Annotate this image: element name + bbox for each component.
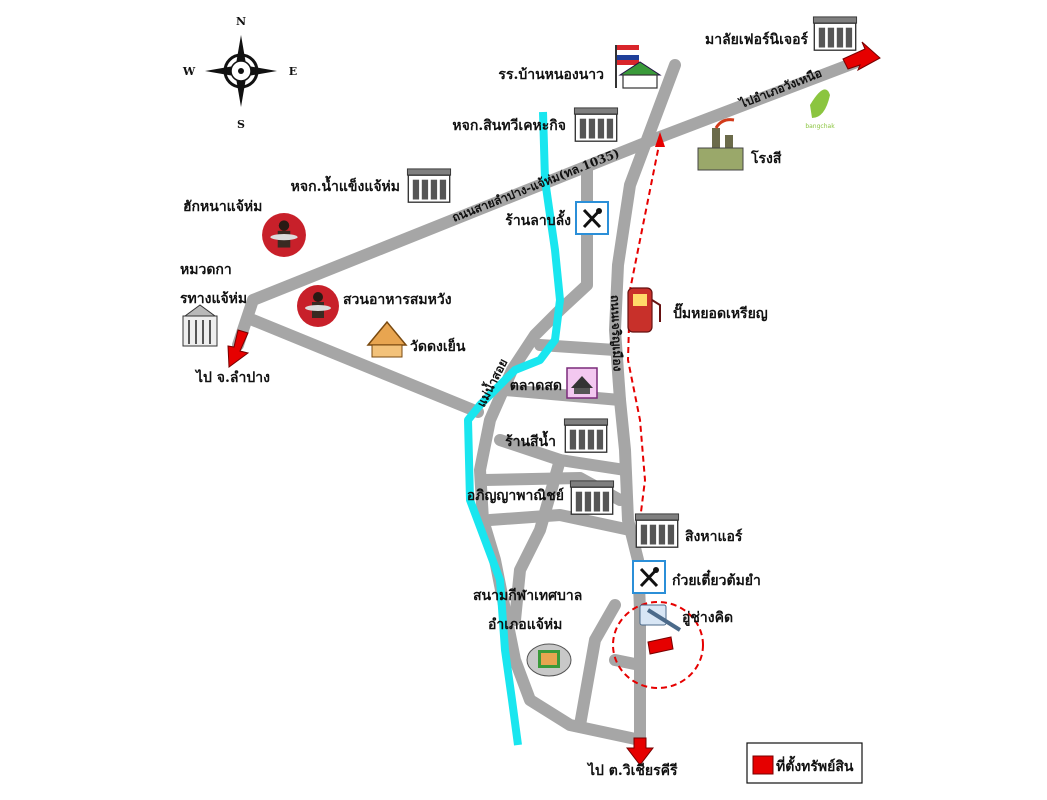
compass-n: N xyxy=(236,15,246,28)
route-dashed-line xyxy=(626,139,661,521)
route-arrow-head xyxy=(655,132,665,147)
stadium-icon xyxy=(526,643,572,677)
compass-s: S xyxy=(237,118,245,131)
garage-tools-icon xyxy=(639,604,682,632)
label-laab: ร้านลาบลั้ง xyxy=(505,209,571,229)
label-gas-station: ปั๊มหยอดเหรียญ xyxy=(673,302,768,322)
arrow-to-chai-khiri xyxy=(625,737,655,766)
compass-e: E xyxy=(289,65,297,78)
label-furniture: มาลัยเฟอร์นิเจอร์ xyxy=(705,31,808,48)
label-stadium-1: สนามกีฬาเทศบาล xyxy=(473,588,582,604)
label-school: รร.บ้านหนองนาว xyxy=(498,67,604,83)
south-cross-road xyxy=(574,599,646,731)
bangchak-logo-icon: bangchak xyxy=(805,89,835,130)
factory-icon xyxy=(697,118,744,171)
label-garage: อู่ช่างคิด xyxy=(682,610,733,626)
road-to-lampang-branch xyxy=(242,312,484,418)
label-garden-restaurant: สวนอาหารสมหวัง xyxy=(343,292,452,308)
inner-cross-road xyxy=(509,454,566,626)
building-icon-singha-air xyxy=(634,513,680,548)
school-icon xyxy=(615,45,662,89)
label-temple: วัดดงเย็น xyxy=(410,337,466,355)
main-east-road xyxy=(609,59,681,751)
compass-w: W xyxy=(182,65,196,78)
building-icon-ice-shop xyxy=(406,168,452,203)
building-icon-sinthawi xyxy=(573,107,619,142)
building-icon-paint-shop xyxy=(563,418,609,453)
label-stadium-2: อำเภอแจ้ห่ม xyxy=(488,617,562,633)
chef-icon-somwang xyxy=(297,285,339,327)
building-icon-furniture xyxy=(812,16,858,51)
svg-text:bangchak: bangchak xyxy=(805,123,835,130)
river-mae-soi xyxy=(464,111,564,746)
label-to-lampang: ไป จ.ลำปาง xyxy=(194,368,270,386)
legend-label: ที่ตั้งทรัพย์สิน xyxy=(776,755,854,775)
road-label-local: ถนนเจริญเมือง xyxy=(608,295,625,372)
arrow-to-wang-nuea xyxy=(842,41,881,72)
legend-swatch xyxy=(752,755,774,775)
temple-icon xyxy=(366,320,408,358)
label-singha-air: สิงหาแอร์ xyxy=(685,528,743,545)
property-area-circle xyxy=(612,601,704,689)
government-building-icon xyxy=(182,304,218,347)
label-ice-shop: หจก.น้ำแข็งแจ้ห่ม xyxy=(291,175,400,195)
label-noodle: ก๋วยเตี๋ยวต้มยำ xyxy=(672,569,761,589)
label-commerce: อภิญญาพาณิชย์ xyxy=(467,487,564,504)
arrow-to-lampang xyxy=(227,329,250,368)
restaurant-icon-noodle xyxy=(632,560,666,594)
compass-rose: N S E W xyxy=(182,15,297,131)
label-hakna: ฮักหนาแจ้ห่ม xyxy=(183,199,262,215)
label-to-chai-khiri: ไป ต.วิเชียรคีรี xyxy=(586,761,678,779)
market-icon xyxy=(566,367,598,399)
restaurant-icon-laab xyxy=(575,201,609,235)
label-factory: โรงสี xyxy=(750,149,782,167)
building-icon-commerce xyxy=(569,480,615,515)
label-highway-office-1: หมวดกา xyxy=(180,262,232,278)
legend: ที่ตั้งทรัพย์สิน xyxy=(746,742,863,784)
label-paint-shop: ร้านสีน้ำ xyxy=(505,430,556,450)
label-sinthawi: หจก.สินทวีเคหะกิจ xyxy=(452,118,566,134)
gas-station-icon xyxy=(627,287,661,333)
chef-icon-hakna xyxy=(262,213,306,257)
property-marker xyxy=(647,636,674,655)
label-highway-office-2: รทางแจ้ห่ม xyxy=(180,291,247,307)
label-market: ตลาดสด xyxy=(510,378,562,394)
